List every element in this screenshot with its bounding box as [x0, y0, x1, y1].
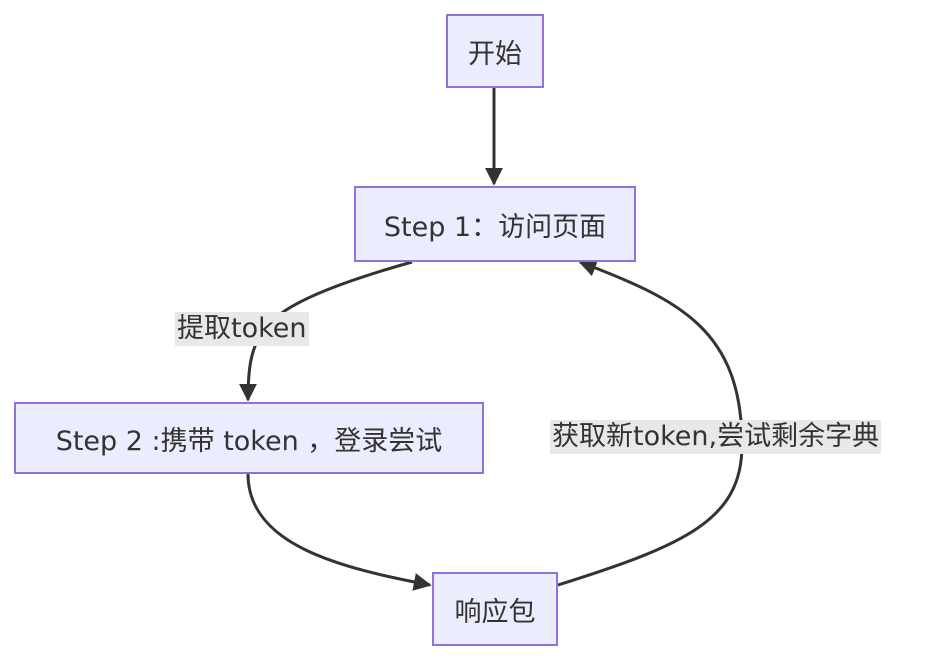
node-start-label: 开始 — [468, 38, 522, 70]
node-response: 响应包 — [432, 572, 558, 646]
node-start: 开始 — [446, 14, 544, 88]
edge-label-extract-token: 提取token — [175, 312, 309, 346]
edge-step2-to-response — [246, 473, 432, 591]
edge-label-new-token: 获取新token,尝试剩余字典 — [550, 420, 882, 454]
node-step2-label: Step 2 :携带 token ，登录尝试 — [55, 425, 443, 457]
node-step2: Step 2 :携带 token ，登录尝试 — [14, 402, 484, 474]
node-response-label: 响应包 — [454, 596, 536, 628]
node-step1: Step 1：访问页面 — [354, 186, 636, 262]
node-step1-label: Step 1：访问页面 — [383, 211, 607, 243]
